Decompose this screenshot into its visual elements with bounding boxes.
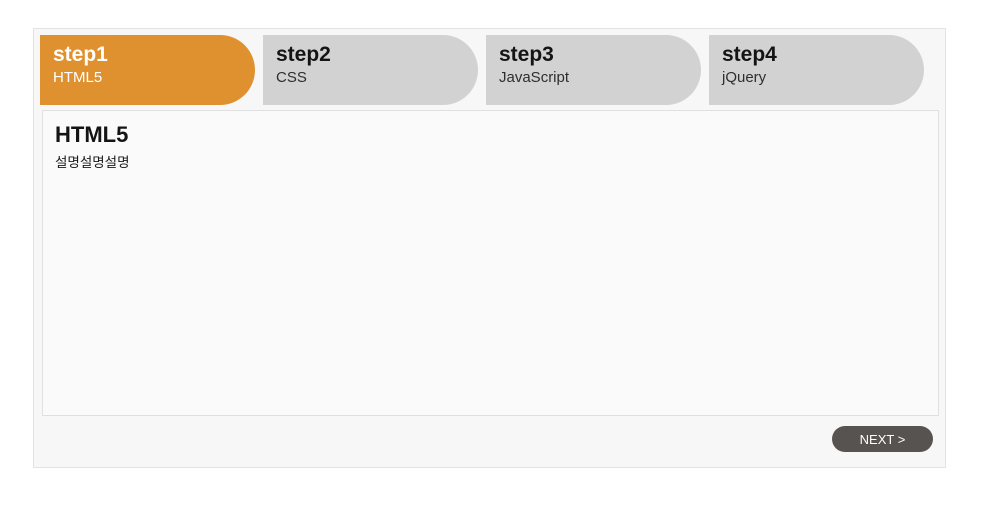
tab-step2-label: CSS [276,68,307,86]
tab-step2[interactable]: step2 CSS [263,35,478,105]
panel-description: 설명설명설명 [55,155,130,170]
tab-step1-label: HTML5 [53,68,103,86]
tab-step3[interactable]: step3 JavaScript [486,35,701,105]
panel-title: HTML5 [55,122,129,147]
tab-step1[interactable]: step1 HTML5 [40,35,255,105]
tab-step4-number: step4 [722,43,777,66]
tab-step3-number: step3 [499,43,554,66]
tab-step3-label: JavaScript [499,68,570,86]
next-button[interactable]: NEXT > [832,426,933,452]
step-tabs: step1 HTML5 step2 CSS step3 JavaScript s… [40,35,924,105]
step-content-panel: HTML5 설명설명설명 [42,110,939,416]
tab-step2-number: step2 [276,43,331,66]
wizard-card: step1 HTML5 step2 CSS step3 JavaScript s… [33,28,946,468]
tab-step1-number: step1 [53,43,108,66]
tab-step4[interactable]: step4 jQuery [709,35,924,105]
tab-step4-label: jQuery [722,68,767,86]
